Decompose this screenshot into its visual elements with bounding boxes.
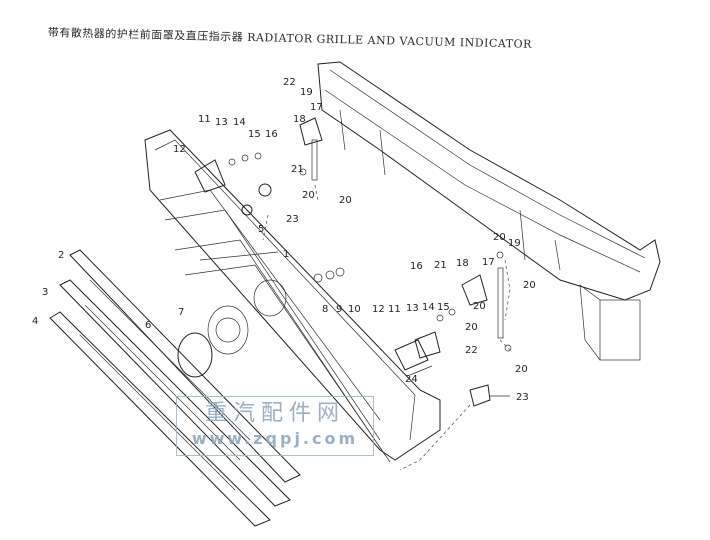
callout-3: 3 <box>42 287 48 298</box>
callout-top-20a: 20 <box>302 190 315 201</box>
watermark-url: www.zqpj.com <box>191 429 359 448</box>
callout-22: 22 <box>465 345 478 356</box>
cab-frame <box>317 61 661 361</box>
callout-top-13: 13 <box>215 117 228 128</box>
callout-5: 5 <box>258 224 264 235</box>
callout-top-11: 11 <box>198 114 211 125</box>
main-grille <box>144 129 441 463</box>
callout-14: 14 <box>422 302 435 313</box>
callout-6: 6 <box>145 320 151 331</box>
callout-19: 19 <box>508 238 521 249</box>
callout-21: 21 <box>434 260 447 271</box>
callouts: 1 2 3 4 5 6 7 8 9 10 11 12 13 14 15 16 1… <box>32 77 536 403</box>
callout-24: 24 <box>405 374 418 385</box>
callout-top-16: 16 <box>265 129 278 140</box>
callout-top-19: 19 <box>300 87 313 98</box>
callout-11: 11 <box>388 304 401 315</box>
callout-2: 2 <box>58 250 64 261</box>
callout-top-12: 12 <box>173 144 186 155</box>
callout-top-20b: 20 <box>339 195 352 206</box>
right-hardware <box>313 251 512 407</box>
callout-10: 10 <box>348 304 361 315</box>
callout-15: 15 <box>437 302 450 313</box>
callout-18: 18 <box>456 258 469 269</box>
callout-9: 9 <box>336 304 342 315</box>
callout-1: 1 <box>283 249 289 260</box>
callout-top-21: 21 <box>291 164 304 175</box>
callout-right-20d: 20 <box>515 364 528 375</box>
callout-right-20b: 20 <box>523 280 536 291</box>
callout-right-20a: 20 <box>493 232 506 243</box>
callout-23: 23 <box>516 392 529 403</box>
callout-12: 12 <box>372 304 385 315</box>
emblem <box>177 305 249 378</box>
leader-lines <box>199 184 511 471</box>
callout-20: 20 <box>465 322 478 333</box>
callout-8: 8 <box>322 304 328 315</box>
callout-top-14: 14 <box>233 117 246 128</box>
callout-17: 17 <box>482 257 495 268</box>
watermark-text: 重汽配件网 <box>204 401 345 426</box>
callout-top-22: 22 <box>283 77 296 88</box>
callout-right-20c: 20 <box>473 301 486 312</box>
callout-13: 13 <box>406 303 419 314</box>
left-hardware <box>194 117 323 216</box>
trim-strips <box>49 249 301 527</box>
watermark: 重汽配件网 www.zqpj.com <box>176 396 374 456</box>
callout-top-15: 15 <box>248 129 261 140</box>
callout-16: 16 <box>410 261 423 272</box>
callout-4: 4 <box>32 316 38 327</box>
callout-7: 7 <box>178 307 184 318</box>
callout-top-23: 23 <box>286 214 299 225</box>
callout-top-18: 18 <box>293 114 306 125</box>
callout-top-17: 17 <box>310 102 323 113</box>
